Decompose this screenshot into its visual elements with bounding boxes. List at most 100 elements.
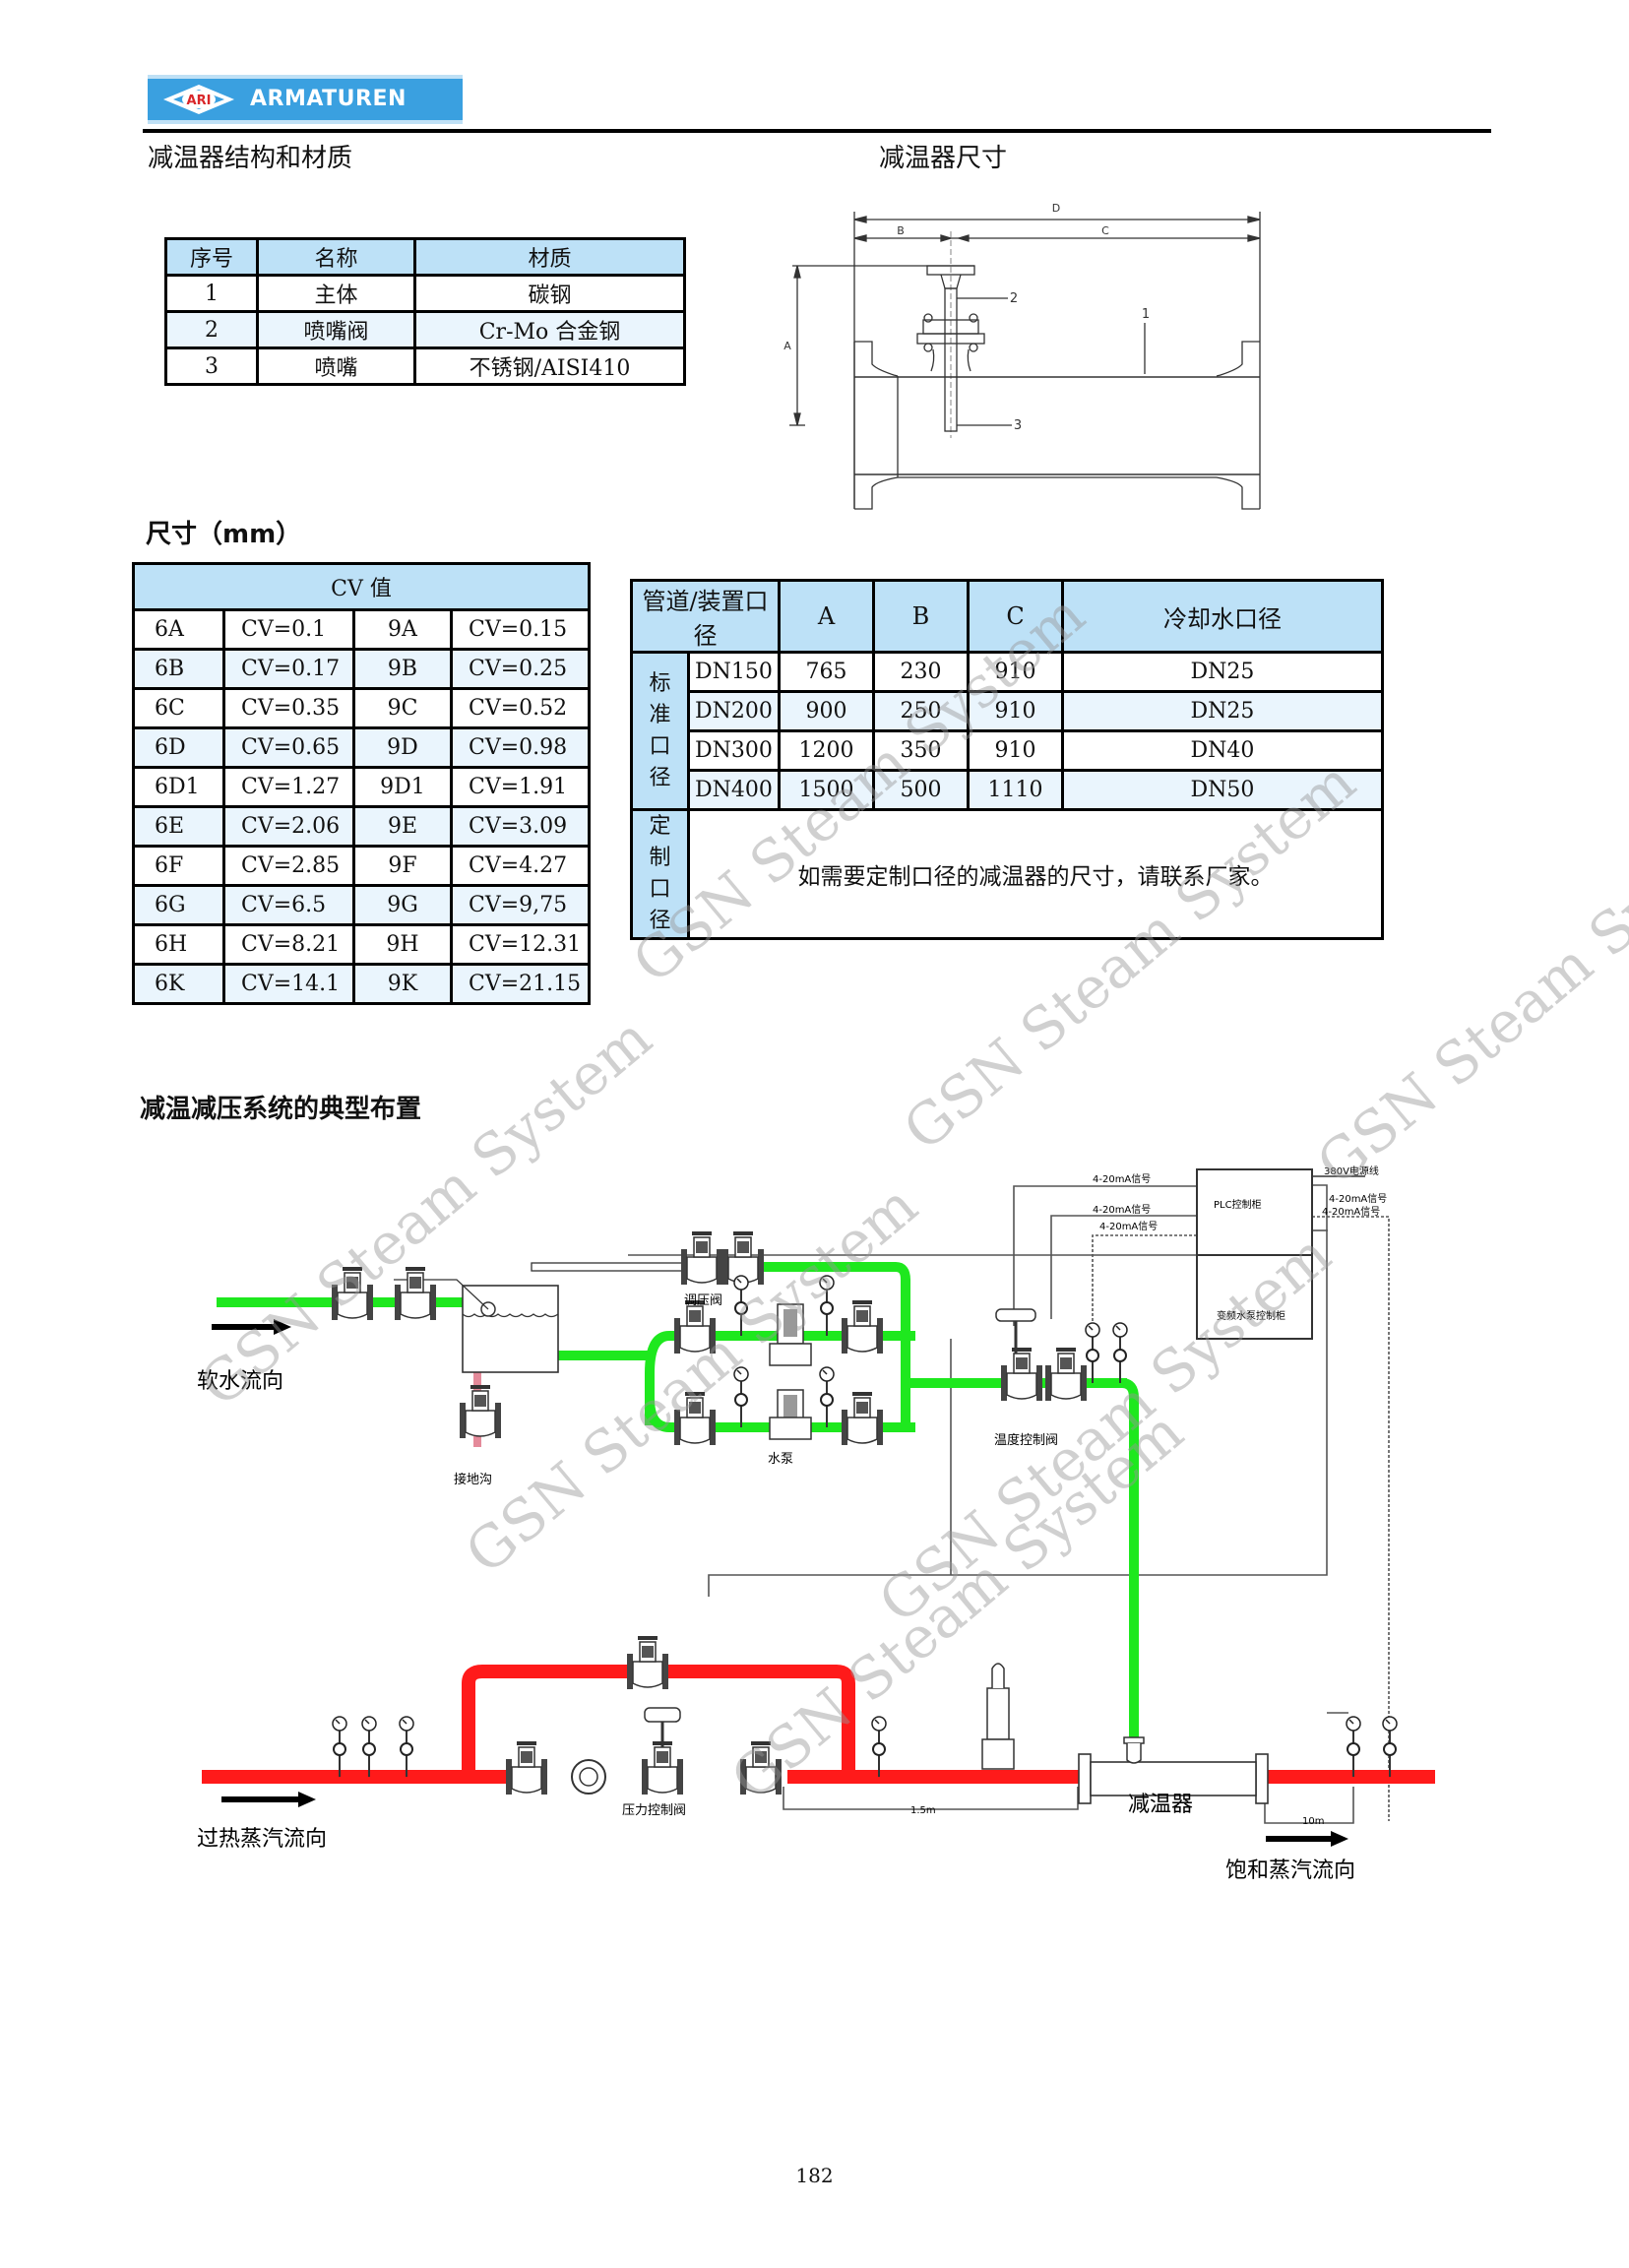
cell-b: 250 (872, 690, 970, 732)
custom-label-char: 制 (649, 846, 671, 870)
pressure-control-valve-label: 压力控制阀 (622, 1803, 686, 1818)
float-tank (462, 1285, 559, 1373)
pressure-control-valve-body (641, 1740, 684, 1796)
dim-label-d: D (1052, 202, 1060, 215)
cell-b: 500 (872, 769, 970, 811)
desuperheater-body (1078, 1736, 1269, 1804)
drain-label: 接地沟 (454, 1472, 492, 1487)
signal-label-2: 4-20mA信号 (1093, 1204, 1151, 1216)
cell-model-6: 6H (132, 923, 225, 966)
arrow-head-icon (274, 1319, 291, 1335)
cell-cv-9: CV=0.98 (450, 726, 591, 769)
cell-model-9: 9C (352, 687, 453, 729)
cell-bore: DN400 (687, 769, 781, 811)
desuperheater-dimension-drawing: D B C A 1 2 3 (783, 202, 1261, 510)
cell-model-9: 9K (352, 963, 453, 1005)
custom-row: 定 制 口 径 如需要定制口径的减温器的尺寸，请联系厂家。 (630, 808, 1384, 940)
superheated-arrow (221, 1796, 300, 1802)
pressure-transmitter-icon (1382, 1716, 1398, 1778)
cell-name: 喷嘴阀 (256, 310, 416, 349)
pump-inlet-valve-upper (673, 1299, 717, 1354)
cell-cv-6: CV=6.5 (222, 884, 355, 926)
temperature-transmitter-icon (1346, 1716, 1361, 1778)
dim-label-a: A (783, 340, 791, 352)
power-line-label: 380V电源线 (1324, 1165, 1379, 1177)
cell-model-6: 6E (132, 805, 225, 848)
temp-control-valve-label: 温度控制阀 (994, 1432, 1058, 1448)
table-row: DN200 900 250 910 DN25 (631, 690, 1384, 732)
standard-label-char: 标 (649, 670, 671, 696)
cell-a: 765 (778, 651, 875, 693)
cell-model-9: 9B (352, 648, 453, 690)
custom-label-char: 径 (649, 909, 671, 933)
cell-c: 1110 (967, 769, 1064, 811)
soft-water-arrow (212, 1324, 276, 1330)
soft-water-flow-label: 软水流向 (197, 1369, 283, 1394)
cell-material: 碳钢 (413, 274, 686, 313)
custom-bore-label: 定 制 口 径 (630, 808, 690, 940)
pressure-regulator-valve (680, 1230, 723, 1286)
col-header-c: C (967, 579, 1064, 654)
cell-model-9: 9F (352, 845, 453, 887)
custom-label-char: 定 (649, 814, 671, 839)
pump-outlet-valve-upper (841, 1299, 884, 1354)
pressure-gauge-icon (1112, 1322, 1128, 1384)
signal-label-3: 4-20mA信号 (1099, 1221, 1158, 1232)
plc-cabinet-label: PLC控制柜 (1214, 1198, 1262, 1211)
cell-cv-9: CV=4.27 (450, 845, 591, 887)
pump-outlet-valve-lower (841, 1391, 884, 1446)
steam-inlet-valve (505, 1740, 548, 1796)
steam-outlet-valve (739, 1740, 783, 1796)
signal-label-4: 4-20mA信号 (1329, 1193, 1387, 1205)
dim-label-b: B (897, 224, 905, 237)
dim-label-c: C (1101, 224, 1109, 237)
temperature-sensor-icon (1085, 1322, 1100, 1384)
temperature-sensor-icon (332, 1716, 347, 1778)
cell-b: 230 (872, 651, 970, 693)
cell-cv-9: CV=1.91 (450, 766, 591, 808)
pressure-gauge-icon (361, 1716, 377, 1778)
cell-model-6: 6F (132, 845, 225, 887)
cell-cv-6: CV=2.06 (222, 805, 355, 848)
steam-pipes (202, 1665, 1435, 1784)
ari-diamond-icon: ARI (163, 85, 234, 114)
structure-section-title: 减温器结构和材质 (148, 144, 353, 173)
cell-model-6: 6D (132, 726, 225, 769)
cell-a: 900 (778, 690, 875, 732)
cell-model-6: 6D1 (132, 766, 225, 808)
desuperheater-label: 减温器 (1128, 1793, 1193, 1817)
logo-text: ARMATUREN (250, 87, 407, 111)
pressure-regulator-label: 调压阀 (684, 1293, 722, 1308)
cell-cv-6: CV=2.85 (222, 845, 355, 887)
table-row: 3 喷嘴 不锈钢/AISI410 (164, 346, 686, 386)
col-header-name: 名称 (256, 237, 416, 277)
drain-valve (459, 1384, 502, 1439)
cell-model-6: 6A (132, 608, 225, 651)
logo-badge-text: ARI (187, 94, 212, 108)
header-rule (143, 129, 1491, 133)
cell-bore: DN150 (687, 651, 781, 693)
bypass-valve (626, 1635, 669, 1690)
cell-cv-6: CV=1.27 (222, 766, 355, 808)
standard-label-char: 准 (649, 702, 671, 727)
col-header-cooling-water: 冷却水口径 (1061, 579, 1384, 654)
gauge-icon (819, 1366, 835, 1428)
water-pump-lower (769, 1389, 812, 1440)
cell-b: 350 (872, 729, 970, 772)
cell-index: 1 (164, 274, 259, 313)
cell-bore: DN300 (687, 729, 781, 772)
standard-label-char: 口 (649, 733, 671, 759)
table-row: 标 准 口 径 DN150 765 230 910 DN25 (630, 651, 1384, 811)
part-label-3: 3 (1014, 418, 1022, 433)
superheated-steam-flow-label: 过热蒸汽流向 (197, 1827, 327, 1852)
standard-bore-label: 标 准 口 径 (630, 651, 690, 811)
col-header-a: A (778, 579, 875, 654)
materials-header-row: 序号 名称 材质 (164, 237, 686, 277)
cell-model-6: 6C (132, 687, 225, 729)
